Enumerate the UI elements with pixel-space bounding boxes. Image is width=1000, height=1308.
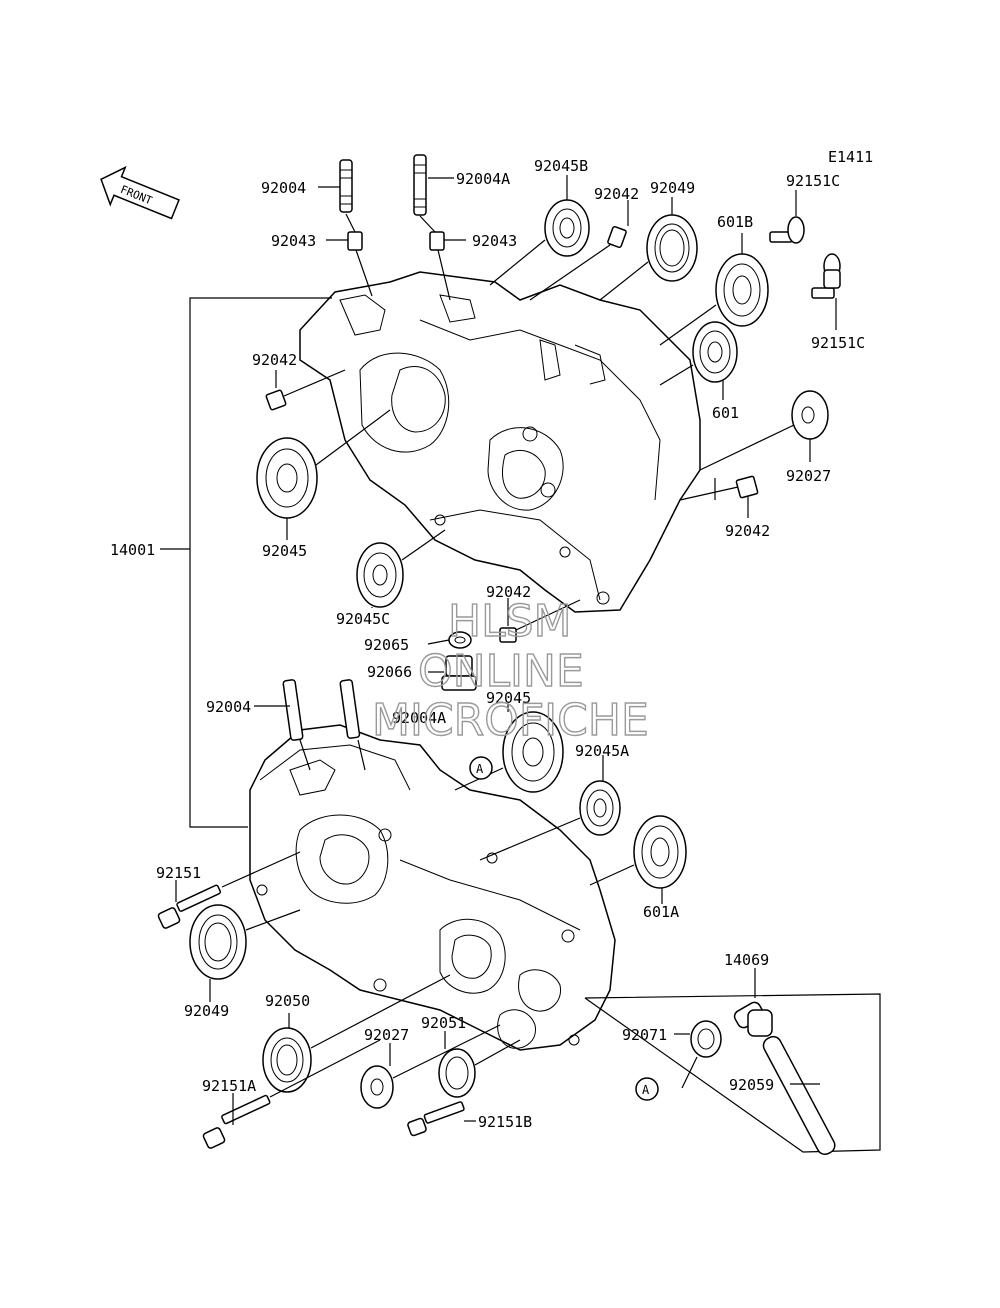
marker-a-breather: A [635, 1077, 659, 1101]
label-92151A: 92151A [202, 1077, 256, 1095]
label-92004-lower: 92004 [206, 698, 251, 716]
label-92043-right: 92043 [472, 232, 517, 250]
dowel-92043-left [347, 231, 363, 251]
stud-92004A-upper [413, 154, 427, 216]
upper-crankcase-half [299, 271, 701, 613]
label-92045-left: 92045 [262, 542, 307, 560]
diagram-code: E1411 [828, 148, 873, 166]
clamp-92071 [690, 1020, 722, 1058]
breather-assembly-box [584, 993, 881, 1153]
dowel-92042-mid [499, 627, 517, 643]
bearing-601A [633, 815, 687, 889]
front-arrow-icon: FRONT [100, 165, 180, 220]
seal-92051 [438, 1048, 476, 1098]
label-92065: 92065 [364, 636, 409, 654]
seal-92049-bottom [189, 904, 247, 980]
bolt-92151C-top [769, 216, 805, 244]
label-92151: 92151 [156, 864, 201, 882]
dowel-92043-right [429, 231, 445, 251]
label-92027-right: 92027 [786, 467, 831, 485]
seal-92050 [262, 1027, 312, 1093]
washer-92027-right [791, 390, 829, 440]
label-92151C-top: 92151C [786, 172, 840, 190]
label-92151B: 92151B [478, 1113, 532, 1131]
breather-hose-92059 [762, 1035, 836, 1156]
label-601B: 601B [717, 213, 753, 231]
bearing-92045C [356, 542, 404, 608]
bolt-92151B [407, 1101, 465, 1137]
label-92004A-upper: 92004A [456, 170, 510, 188]
crankcase-set-bracket [189, 297, 332, 828]
bearing-601 [692, 321, 738, 383]
bolt-92151A [202, 1094, 271, 1149]
bolt-92151C-right [811, 253, 841, 299]
stud-92004A-lower [339, 679, 361, 739]
label-14069: 14069 [724, 951, 769, 969]
label-92045C: 92045C [336, 610, 390, 628]
elbow-fitting-14069 [733, 1001, 773, 1037]
stud-92004-lower [282, 679, 304, 741]
watermark-line3: MICROFICHE [372, 695, 649, 746]
label-92045B: 92045B [534, 157, 588, 175]
label-92042-left: 92042 [252, 351, 297, 369]
washer-92027-bottom [360, 1065, 394, 1109]
svg-text:A: A [642, 1083, 650, 1097]
watermark-line1: HLSM [448, 596, 572, 647]
label-92049-bottom: 92049 [184, 1002, 229, 1020]
dowel-92042-top [607, 225, 627, 249]
bolt-92151 [157, 884, 222, 929]
bearing-92045B [544, 199, 590, 257]
label-14001: 14001 [110, 541, 155, 559]
label-92071: 92071 [622, 1026, 667, 1044]
dowel-92042-right [735, 475, 759, 499]
bearing-92045-mid [502, 711, 564, 793]
lower-crankcase-half [249, 724, 616, 1051]
watermark-line2: ONLINE [418, 646, 584, 697]
label-92043-left: 92043 [271, 232, 316, 250]
label-92151C-right: 92151C [811, 334, 865, 352]
bearing-92045-left [256, 437, 318, 519]
marker-a-main: A [469, 756, 493, 780]
label-92004A-lower: 92004A [392, 709, 446, 727]
label-92042-top: 92042 [594, 185, 639, 203]
label-92045-mid: 92045 [486, 689, 531, 707]
label-92059: 92059 [729, 1076, 774, 1094]
label-92027-bottom: 92027 [364, 1026, 409, 1044]
bearing-601B [715, 253, 769, 327]
label-601A: 601A [643, 903, 679, 921]
label-92051: 92051 [421, 1014, 466, 1032]
bearing-92045A [579, 780, 621, 836]
drain-plug-92066 [441, 655, 477, 691]
label-601: 601 [712, 404, 739, 422]
dowel-92042-left [265, 389, 287, 411]
label-92042-right: 92042 [725, 522, 770, 540]
label-92004-upper: 92004 [261, 179, 306, 197]
label-92042-mid: 92042 [486, 583, 531, 601]
label-92049-top: 92049 [650, 179, 695, 197]
stud-92004-upper [339, 159, 353, 213]
label-92045A: 92045A [575, 742, 629, 760]
svg-text:A: A [476, 762, 484, 776]
label-92066: 92066 [367, 663, 412, 681]
label-92050: 92050 [265, 992, 310, 1010]
seal-92049-top [646, 214, 698, 282]
